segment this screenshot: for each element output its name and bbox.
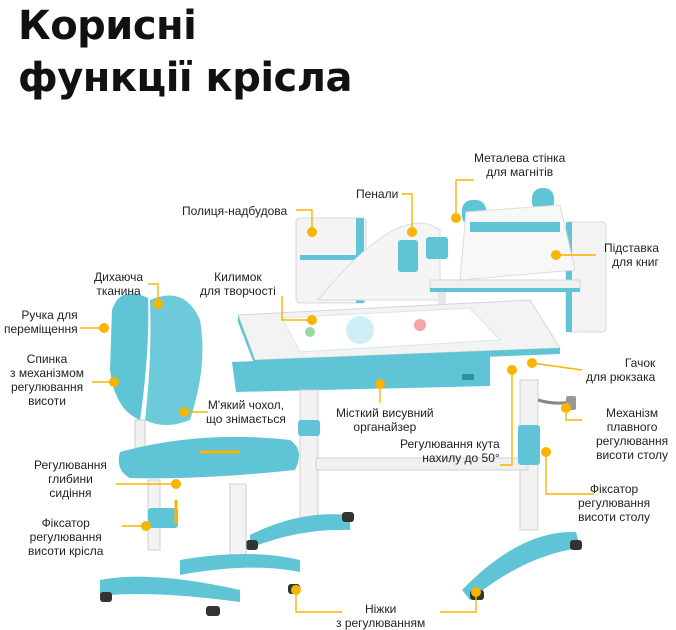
marker-handle	[99, 323, 109, 333]
marker-backrest	[109, 377, 119, 387]
marker-tilt	[507, 365, 517, 375]
label-tilt-adjust: Регулювання кута нахилу до 50°	[400, 437, 500, 465]
marker-legs-desk	[471, 587, 481, 597]
callout-markers	[99, 213, 571, 597]
title-line-2: функції крісла	[18, 55, 353, 101]
marker-book-stand	[551, 250, 561, 260]
label-book-stand: Підставка для книг	[604, 241, 659, 269]
label-backpack-hook: Гачок для рюкзака	[586, 356, 656, 384]
pencil-cup	[398, 240, 418, 272]
title-line-1: Корисні	[18, 3, 197, 49]
marker-smooth-mech	[561, 403, 571, 413]
marker-organizer	[375, 379, 385, 389]
label-soft-cover: М'який чохол, що знімається	[206, 398, 286, 426]
label-smooth-mech: Механізм плавного регулювання висоти сто…	[596, 406, 669, 462]
label-breathable: Дихаюча тканина	[94, 270, 144, 298]
marker-backpack-hook	[527, 358, 537, 368]
label-desk-lock: Фіксатор регулювання висоти столу	[578, 482, 651, 524]
label-chair-lock: Фіксатор регулювання висоти крісла	[28, 516, 104, 558]
book-stand	[459, 188, 576, 281]
label-creative-mat: Килимок для творчості	[200, 270, 276, 298]
label-shelf: Полиця-надбудова	[182, 204, 288, 218]
label-legs: Ніжки з регулюванням	[336, 602, 426, 630]
label-organizer: Місткий висувний органайзер	[336, 406, 434, 434]
marker-soft-cover	[179, 407, 189, 417]
marker-depth	[171, 479, 181, 489]
marker-creative-mat	[307, 315, 317, 325]
label-handle: Ручка для переміщення	[4, 308, 78, 336]
label-backrest: Спинка з механізмом регулювання висоти	[10, 352, 85, 408]
label-pencil-case: Пенали	[356, 187, 399, 201]
page-title: Корисні функції крісла	[18, 0, 353, 104]
marker-chair-lock	[141, 521, 151, 531]
marker-pencil-case	[407, 227, 417, 237]
label-depth-adjust: Регулювання глибини сидіння	[34, 458, 107, 500]
desk	[232, 188, 607, 600]
chair	[100, 293, 300, 616]
marker-shelf	[307, 227, 317, 237]
marker-legs-chair	[291, 585, 301, 595]
marker-desk-lock	[541, 447, 551, 457]
marker-metal-wall	[451, 213, 461, 223]
marker-breathable	[153, 299, 163, 309]
label-metal-wall: Металева стінка для магнітів	[474, 151, 566, 179]
